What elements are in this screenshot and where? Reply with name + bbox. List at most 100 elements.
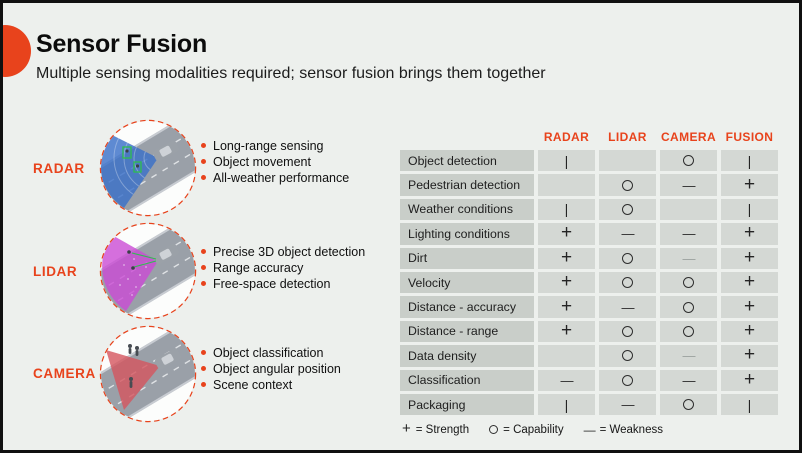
- row-label: Data density: [400, 345, 534, 367]
- circle-symbol: [683, 325, 694, 337]
- table-body: Object detection||Pedestrian detection—+…: [400, 150, 780, 416]
- plus-symbol: +: [743, 222, 756, 244]
- minus-symbol: —: [621, 299, 635, 315]
- table-cell: +: [721, 222, 778, 245]
- plus-symbol: +: [402, 420, 411, 437]
- sensor-label-lidar: LIDAR: [33, 264, 78, 279]
- circle-symbol: [683, 155, 694, 167]
- table-cell: +: [721, 173, 778, 196]
- table-cell: —: [660, 223, 717, 245]
- circle-symbol: [622, 325, 633, 337]
- table-cell: —: [660, 174, 717, 196]
- plus-symbol: +: [743, 271, 756, 293]
- row-label: Packaging: [400, 393, 534, 416]
- table-cell: [599, 198, 656, 221]
- table-row: Packaging|—|: [400, 393, 780, 416]
- table-row: Weather conditions | |: [400, 198, 780, 221]
- column-header-fusion: FUSION: [725, 130, 774, 144]
- bullet-icon: [201, 281, 206, 287]
- circle-symbol: [622, 252, 633, 264]
- plus-symbol: +: [743, 344, 756, 366]
- page-title: Sensor Fusion: [36, 30, 208, 58]
- table-row: Lighting conditions+——+: [400, 222, 780, 245]
- table-row: Distance - accuracy + — +: [400, 295, 780, 318]
- plus-symbol: +: [560, 222, 573, 244]
- detection-box: [122, 146, 132, 159]
- table-row: Data density — +: [400, 344, 780, 367]
- lidar-cone: [102, 235, 158, 311]
- row-label: Distance - accuracy: [400, 296, 534, 318]
- table-cell: —: [599, 393, 656, 416]
- table-cell: [660, 296, 717, 318]
- bar-symbol: |: [747, 201, 752, 218]
- bullet-item: Range accuracy: [201, 260, 365, 276]
- table-row: Pedestrian detection — +: [400, 173, 780, 196]
- minus-symbol: —: [682, 348, 696, 364]
- minus-symbol: —: [682, 372, 696, 388]
- plus-symbol: +: [743, 246, 756, 268]
- table-row: Classification——+: [400, 368, 780, 391]
- bullet-item: Free-space detection: [201, 276, 365, 292]
- row-label: Distance - range: [400, 320, 534, 343]
- minus-symbol: —: [682, 250, 696, 266]
- circle-symbol: [622, 179, 633, 191]
- row-label: Object detection: [400, 150, 534, 172]
- row-label: Pedestrian detection: [400, 174, 534, 196]
- row-label: Classification: [400, 369, 534, 391]
- row-label: Weather conditions: [400, 198, 534, 221]
- bullet-item: Object classification: [201, 345, 341, 361]
- table-cell: —: [599, 296, 656, 318]
- circle-symbol: [489, 425, 499, 434]
- plus-symbol: +: [743, 368, 756, 390]
- table-cell: —: [538, 369, 595, 391]
- table-cell: +: [538, 247, 595, 269]
- minus-symbol: —: [621, 397, 635, 413]
- accent-half-circle: [3, 25, 31, 77]
- legend-text: = Capability: [503, 423, 564, 436]
- circle-symbol: [683, 399, 694, 411]
- table-cell: +: [721, 246, 778, 269]
- table-row: Object detection||: [400, 150, 780, 172]
- legend-item: += Strength: [402, 420, 469, 437]
- table-cell: [599, 247, 656, 269]
- table-cell: [599, 174, 656, 196]
- plus-symbol: +: [560, 295, 573, 317]
- table-cell: [599, 320, 656, 343]
- table-cell: [660, 271, 717, 294]
- page-subtitle: Multiple sensing modalities required; se…: [36, 65, 546, 82]
- table-row: Dirt+—+: [400, 246, 780, 269]
- table-cell: [538, 345, 595, 367]
- car: [152, 140, 180, 162]
- table-cell: +: [538, 271, 595, 294]
- bullet-item: Scene context: [201, 377, 341, 393]
- table-cell: +: [721, 295, 778, 318]
- plus-symbol: +: [743, 295, 756, 317]
- table-cell: [660, 393, 717, 416]
- circle-symbol: [622, 203, 633, 215]
- table-cell: [599, 271, 656, 294]
- minus-symbol: —: [682, 177, 696, 193]
- radar-illustration: [99, 119, 197, 217]
- row-label: Lighting conditions: [400, 223, 534, 245]
- table-cell: [660, 150, 717, 172]
- bullet-item: Precise 3D object detection: [201, 244, 365, 260]
- sensor-label-camera: CAMERA: [33, 366, 96, 381]
- sensor-label-radar: RADAR: [33, 161, 85, 176]
- table-cell: +: [721, 271, 778, 294]
- table-cell: —: [660, 345, 717, 367]
- circle-symbol: [622, 277, 633, 289]
- row-label: Velocity: [400, 271, 534, 294]
- column-header-camera: CAMERA: [660, 130, 717, 144]
- circle-symbol: [683, 301, 694, 313]
- bullet-item: Object movement: [201, 154, 349, 170]
- table-cell: +: [721, 344, 778, 367]
- bar-symbol: |: [564, 201, 569, 218]
- table-cell: [599, 345, 656, 367]
- table-cell: —: [660, 369, 717, 391]
- plus-symbol: +: [743, 173, 756, 195]
- bullet-icon: [201, 350, 206, 355]
- bullet-icon: [201, 159, 206, 165]
- radar-bullet-list: Long-range sensing Object movement All-w…: [201, 138, 349, 187]
